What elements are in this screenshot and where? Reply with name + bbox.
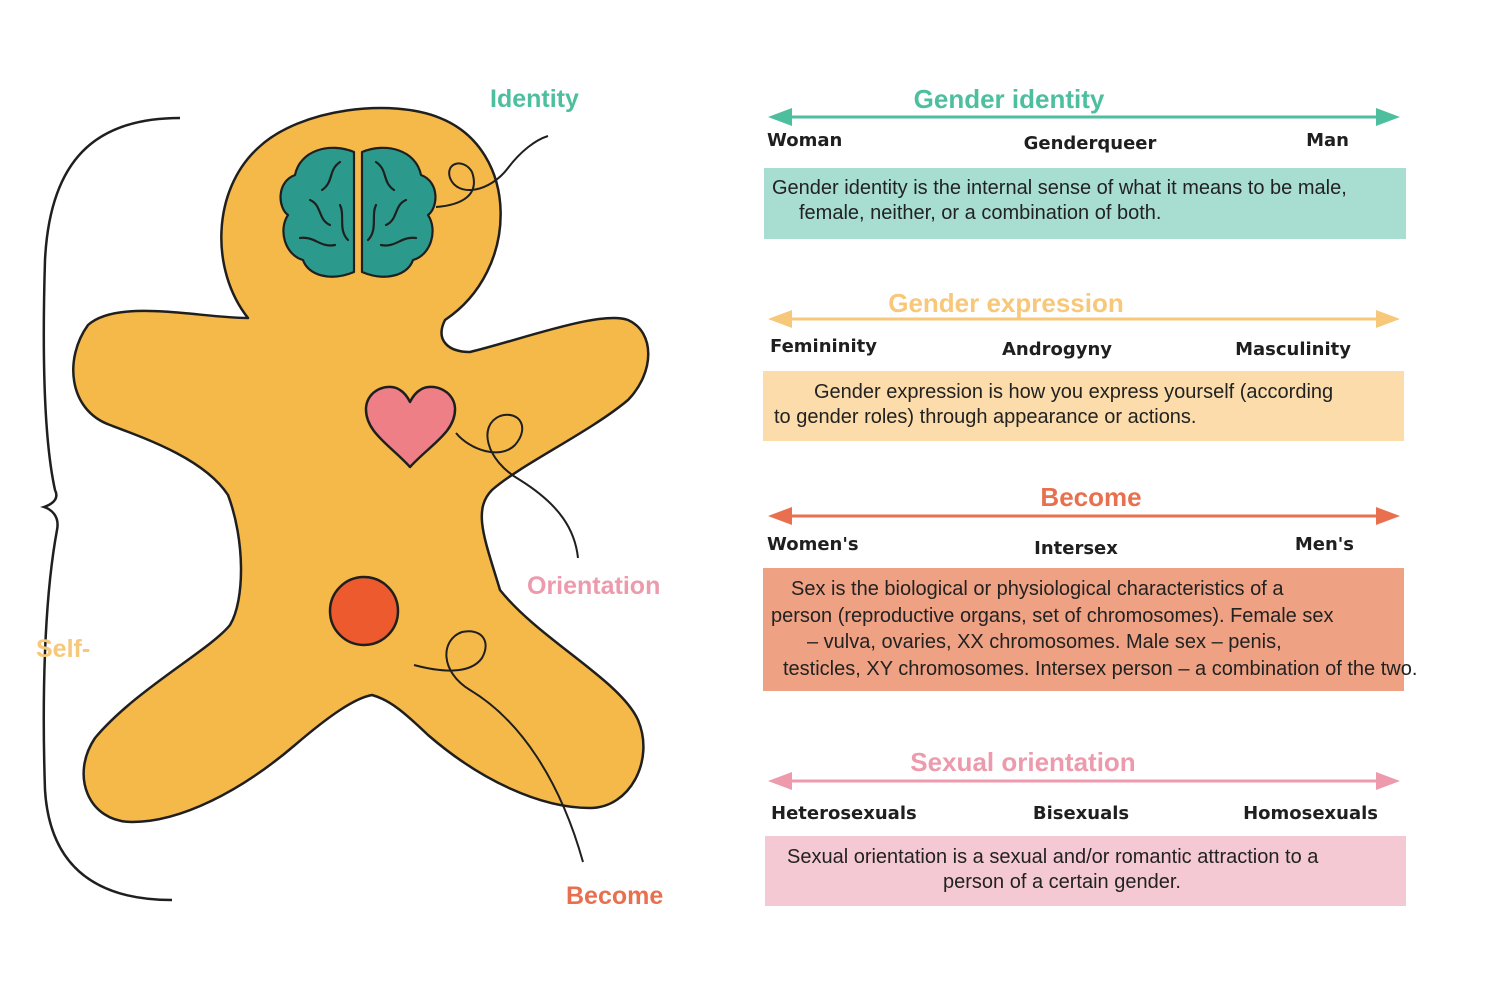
sexual-orientation-left-arrow (768, 772, 792, 790)
gender-identity-left-arrow (768, 108, 792, 126)
gingerbread-body (72, 106, 650, 824)
circle-icon (328, 575, 400, 647)
sex-title: Become (1040, 482, 1141, 512)
sex-description-line: testicles, XY chromosomes. Intersex pers… (783, 657, 1418, 680)
sex-left-arrow (768, 507, 792, 525)
sex-right-pole: Men's (1295, 534, 1354, 555)
gender-expression-spectrum: Gender expression Femininity Androgyny M… (768, 288, 1400, 360)
gender-identity-right-pole: Man (1306, 130, 1349, 151)
self-label: Self- (36, 635, 90, 663)
gender-identity-description-line: Gender identity is the internal sense of… (772, 177, 1347, 199)
sex-box (763, 568, 1404, 691)
sex-right-arrow (1376, 507, 1400, 525)
sexual-orientation-title: Sexual orientation (910, 747, 1135, 777)
sexual-orientation-right-arrow (1376, 772, 1400, 790)
become-label: Become (566, 882, 663, 910)
sexual-orientation-left-pole: Heterosexuals (771, 803, 917, 824)
gender-expression-right-arrow (1376, 310, 1400, 328)
sex-description-line: Sex is the biological or physiological c… (791, 578, 1284, 600)
sexual-orientation-description-line: person of a certain gender. (943, 871, 1181, 893)
sex-left-pole: Women's (767, 534, 859, 555)
gender-expression-middle-pole: Androgyny (1002, 339, 1112, 360)
sexual-orientation-box (765, 836, 1406, 906)
gender-identity-spectrum: Gender identity Woman Genderqueer Man (767, 84, 1400, 154)
orientation-string (455, 413, 579, 559)
gender-expression-left-pole: Femininity (770, 336, 877, 357)
identity-string (435, 135, 549, 208)
gender-identity-description-line: female, neither, or a combination of bot… (799, 202, 1162, 224)
gender-expression-box (763, 371, 1404, 441)
sex-description: Sex is the biological or physiological c… (763, 568, 1417, 691)
gender-identity-box (764, 168, 1406, 239)
self-brace (40, 116, 181, 902)
orientation-label: Orientation (527, 572, 660, 600)
gender-expression-description-line: Gender expression is how you express you… (814, 381, 1334, 403)
sex-middle-pole: Intersex (1034, 538, 1118, 559)
sexual-orientation-description-line: Sexual orientation is a sexual and/or ro… (787, 846, 1319, 868)
heart-icon (364, 385, 457, 469)
gender-expression-description: Gender expression is how you express you… (763, 371, 1404, 441)
gender-identity-title: Gender identity (914, 84, 1105, 114)
gender-identity-left-pole: Woman (767, 130, 842, 151)
sex-description-line: – vulva, ovaries, XX chromosomes. Male s… (807, 631, 1282, 653)
become-string (413, 630, 584, 863)
gender-expression-description-line: to gender roles) through appearance or a… (774, 406, 1197, 428)
sexual-orientation-right-pole: Homosexuals (1243, 803, 1378, 824)
gender-expression-title: Gender expression (888, 288, 1124, 318)
gender-identity-description: Gender identity is the internal sense of… (764, 168, 1406, 239)
brain-icon (279, 146, 437, 278)
identity-label: Identity (490, 85, 579, 113)
gender-expression-left-arrow (768, 310, 792, 328)
sexual-orientation-middle-pole: Bisexuals (1033, 803, 1129, 824)
gender-identity-middle-pole: Genderqueer (1024, 133, 1157, 154)
sex-description-line: person (reproductive organs, set of chro… (771, 604, 1334, 627)
sexual-orientation-description: Sexual orientation is a sexual and/or ro… (765, 836, 1406, 906)
gender-identity-right-arrow (1376, 108, 1400, 126)
gender-expression-right-pole: Masculinity (1235, 339, 1351, 360)
sex-spectrum: Become Women's Intersex Men's (767, 482, 1400, 559)
sexual-orientation-spectrum: Sexual orientation Heterosexuals Bisexua… (768, 747, 1400, 824)
